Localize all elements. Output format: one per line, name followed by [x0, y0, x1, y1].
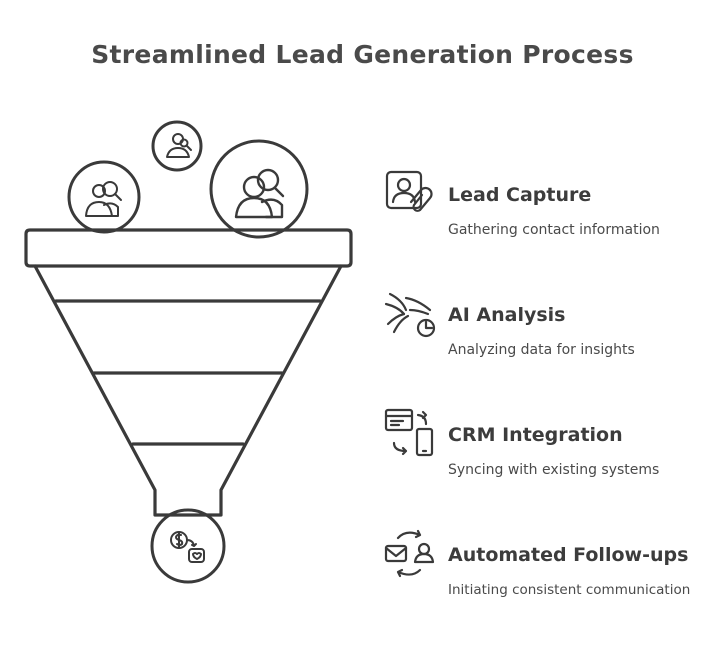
contact-card-icon	[385, 170, 433, 212]
step-desc-ai-analysis: Analyzing data for insights	[448, 342, 635, 358]
step-desc-follow-ups: Initiating consistent communication	[448, 582, 691, 598]
step-desc-crm-integration: Syncing with existing systems	[448, 462, 660, 478]
lead-circle-small	[151, 120, 203, 172]
ai-analysis-icon	[384, 292, 436, 338]
lead-circle-large	[209, 139, 309, 239]
step-title-crm-integration: CRM Integration	[448, 424, 623, 446]
diagram-title: Streamlined Lead Generation Process	[91, 40, 634, 69]
step-title-lead-capture: Lead Capture	[448, 184, 592, 206]
crm-sync-icon	[384, 408, 434, 457]
funnel	[24, 228, 353, 517]
follow-up-icon	[384, 529, 435, 578]
conversion-circle	[150, 508, 226, 584]
lead-circle-medium	[67, 160, 141, 234]
step-title-follow-ups: Automated Follow-ups	[448, 544, 689, 566]
step-desc-lead-capture: Gathering contact information	[448, 222, 660, 238]
step-title-ai-analysis: AI Analysis	[448, 304, 566, 326]
